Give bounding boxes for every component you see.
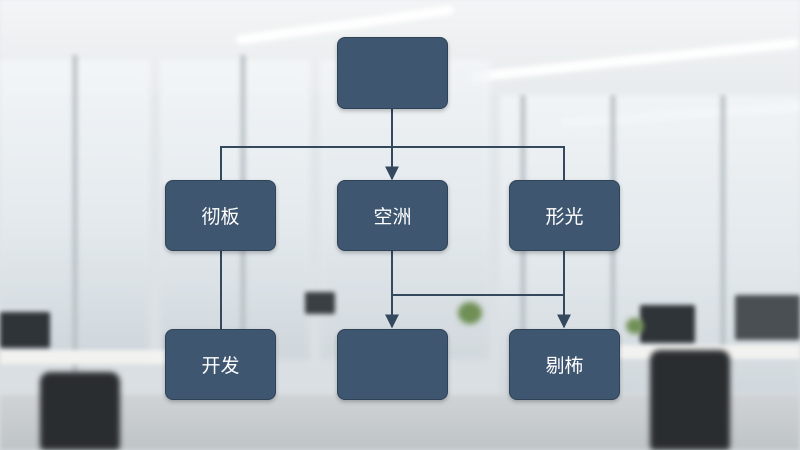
plant bbox=[626, 318, 644, 334]
window-frame bbox=[720, 95, 726, 415]
node-right-bottom-label: 剔柨 bbox=[545, 355, 584, 377]
office-chair bbox=[650, 350, 730, 450]
node-right-mid: 形光 bbox=[509, 180, 620, 251]
node-left-bottom-label: 开发 bbox=[201, 355, 240, 377]
node-root bbox=[337, 37, 448, 109]
node-center-mid: 空洲 bbox=[337, 180, 448, 251]
connector-center-to-right-bottom bbox=[392, 294, 571, 329]
monitor bbox=[640, 305, 695, 343]
window-frame bbox=[72, 55, 78, 375]
plant bbox=[458, 302, 482, 324]
window-frame bbox=[610, 95, 616, 415]
connector-root-to-left bbox=[220, 108, 393, 181]
node-left-mid: 彻板 bbox=[165, 180, 276, 251]
monitor bbox=[305, 292, 335, 314]
node-left-bottom: 开发 bbox=[165, 329, 276, 400]
node-left-mid-label: 彻板 bbox=[201, 206, 240, 228]
node-center-bottom bbox=[337, 329, 448, 400]
connector-root-to-right bbox=[392, 146, 565, 181]
node-right-bottom: 剔柨 bbox=[509, 329, 620, 400]
office-chair bbox=[40, 372, 120, 450]
monitor bbox=[0, 312, 50, 348]
node-center-mid-label: 空洲 bbox=[373, 206, 412, 228]
node-right-mid-label: 形光 bbox=[545, 206, 584, 228]
monitor bbox=[735, 295, 800, 340]
window-frame bbox=[520, 95, 526, 415]
